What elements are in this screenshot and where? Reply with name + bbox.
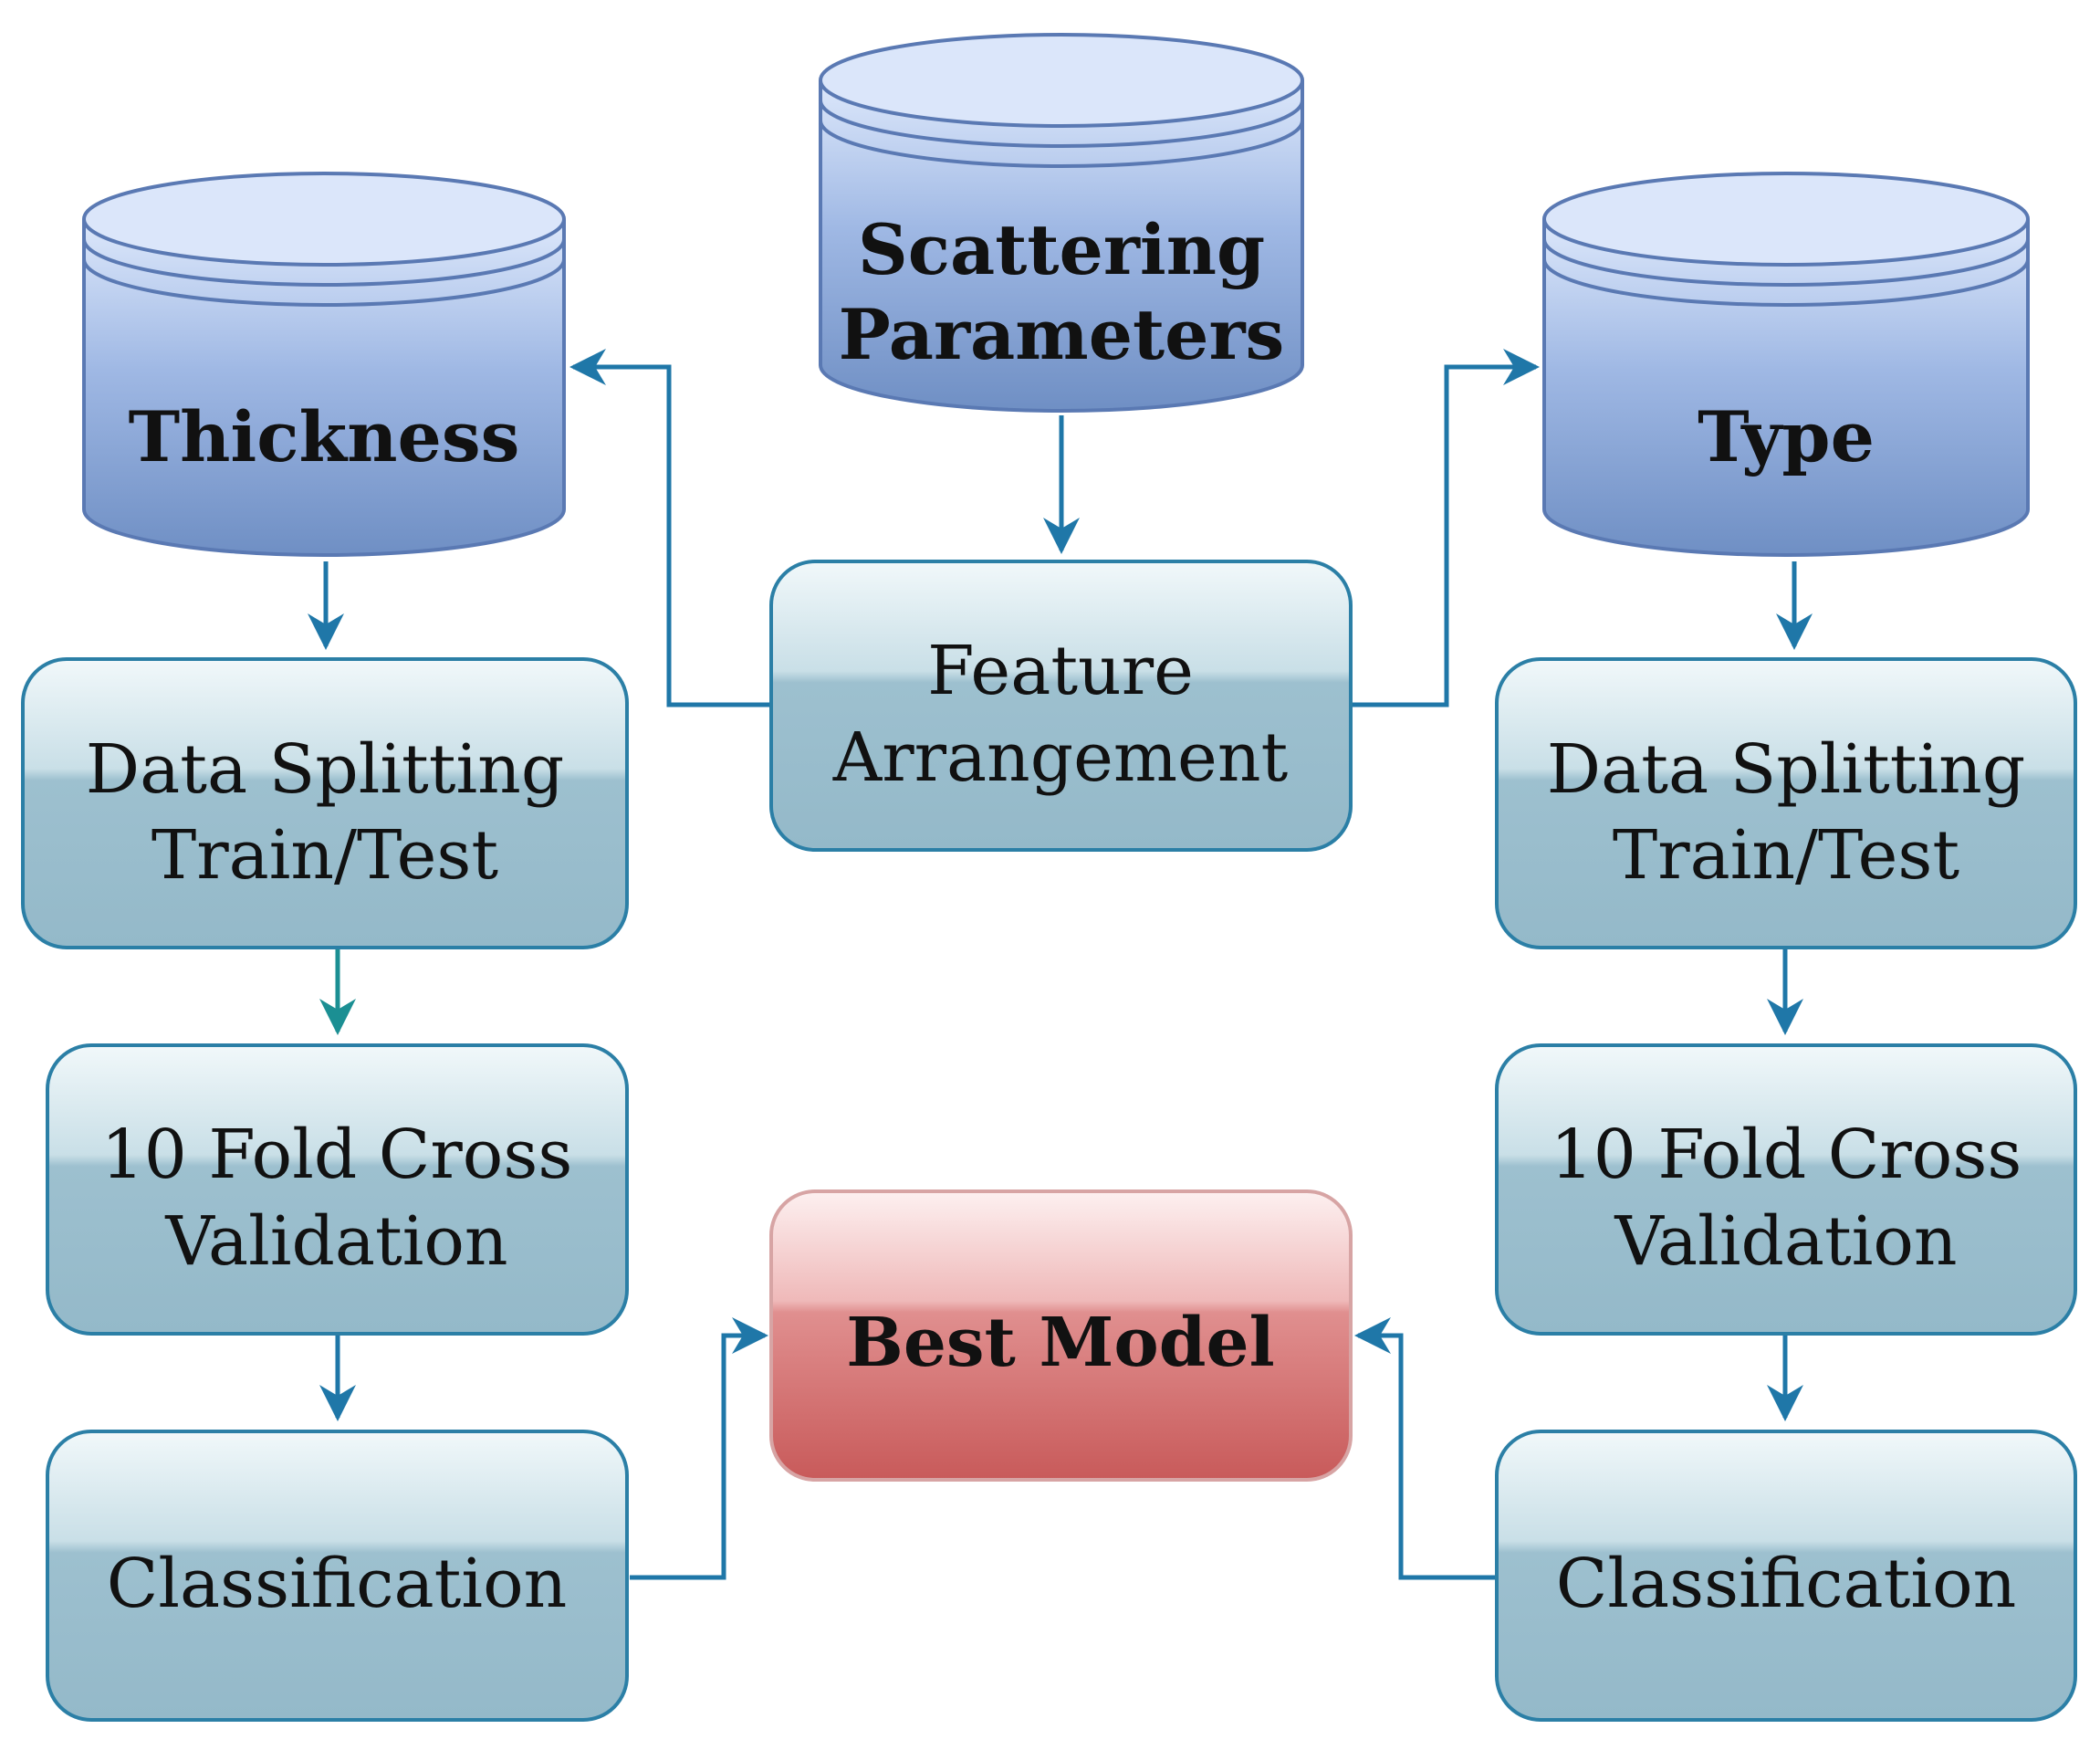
left-split-label-line2: Train/Test xyxy=(151,816,498,895)
arrow-feature-to-type xyxy=(1351,349,1540,707)
right-cv-label-line1: 10 Fold Cross xyxy=(1551,1116,2022,1194)
best-model-label: Best Model xyxy=(846,1304,1274,1382)
feature-label-line1: Feature xyxy=(927,632,1194,710)
right-split-label-line1: Data Splitting xyxy=(1547,730,2025,809)
type-label: Type xyxy=(1698,396,1875,477)
connectors xyxy=(308,349,1813,1580)
left-cv-label-line2: Validation xyxy=(164,1202,507,1281)
right-data-splitting-box: Data Splitting Train/Test xyxy=(1495,657,2077,949)
arrow-left-class-to-best xyxy=(630,1317,768,1580)
left-data-splitting-box: Data Splitting Train/Test xyxy=(21,657,629,949)
feature-arrangement-box: Feature Arrangement xyxy=(769,560,1353,852)
left-classification-box: Classification xyxy=(46,1430,629,1722)
scattering-label-line1: Scattering xyxy=(858,209,1265,290)
right-cross-validation-box: 10 Fold Cross Validation xyxy=(1495,1043,2077,1336)
database-scattering-parameters: Scattering Parameters xyxy=(819,33,1304,413)
arrow-feature-to-thickness xyxy=(569,349,771,707)
left-cross-validation-box: 10 Fold Cross Validation xyxy=(46,1043,629,1336)
right-class-label: Classification xyxy=(1556,1545,2017,1623)
database-thickness: Thickness xyxy=(82,172,566,557)
right-split-label-line2: Train/Test xyxy=(1613,816,1959,895)
left-class-label: Classification xyxy=(107,1545,568,1623)
thickness-label: Thickness xyxy=(129,396,520,477)
best-model-box: Best Model xyxy=(769,1189,1353,1482)
scattering-label-line2: Parameters xyxy=(839,294,1285,375)
arrow-right-class-to-best xyxy=(1354,1317,1497,1580)
right-classification-box: Classification xyxy=(1495,1430,2077,1722)
right-cv-label-line2: Validation xyxy=(1614,1202,1957,1281)
left-cv-label-line1: 10 Fold Cross xyxy=(101,1116,573,1194)
feature-label-line2: Arrangement xyxy=(832,718,1289,797)
database-type: Type xyxy=(1542,172,2030,557)
left-split-label-line1: Data Splitting xyxy=(86,730,564,809)
